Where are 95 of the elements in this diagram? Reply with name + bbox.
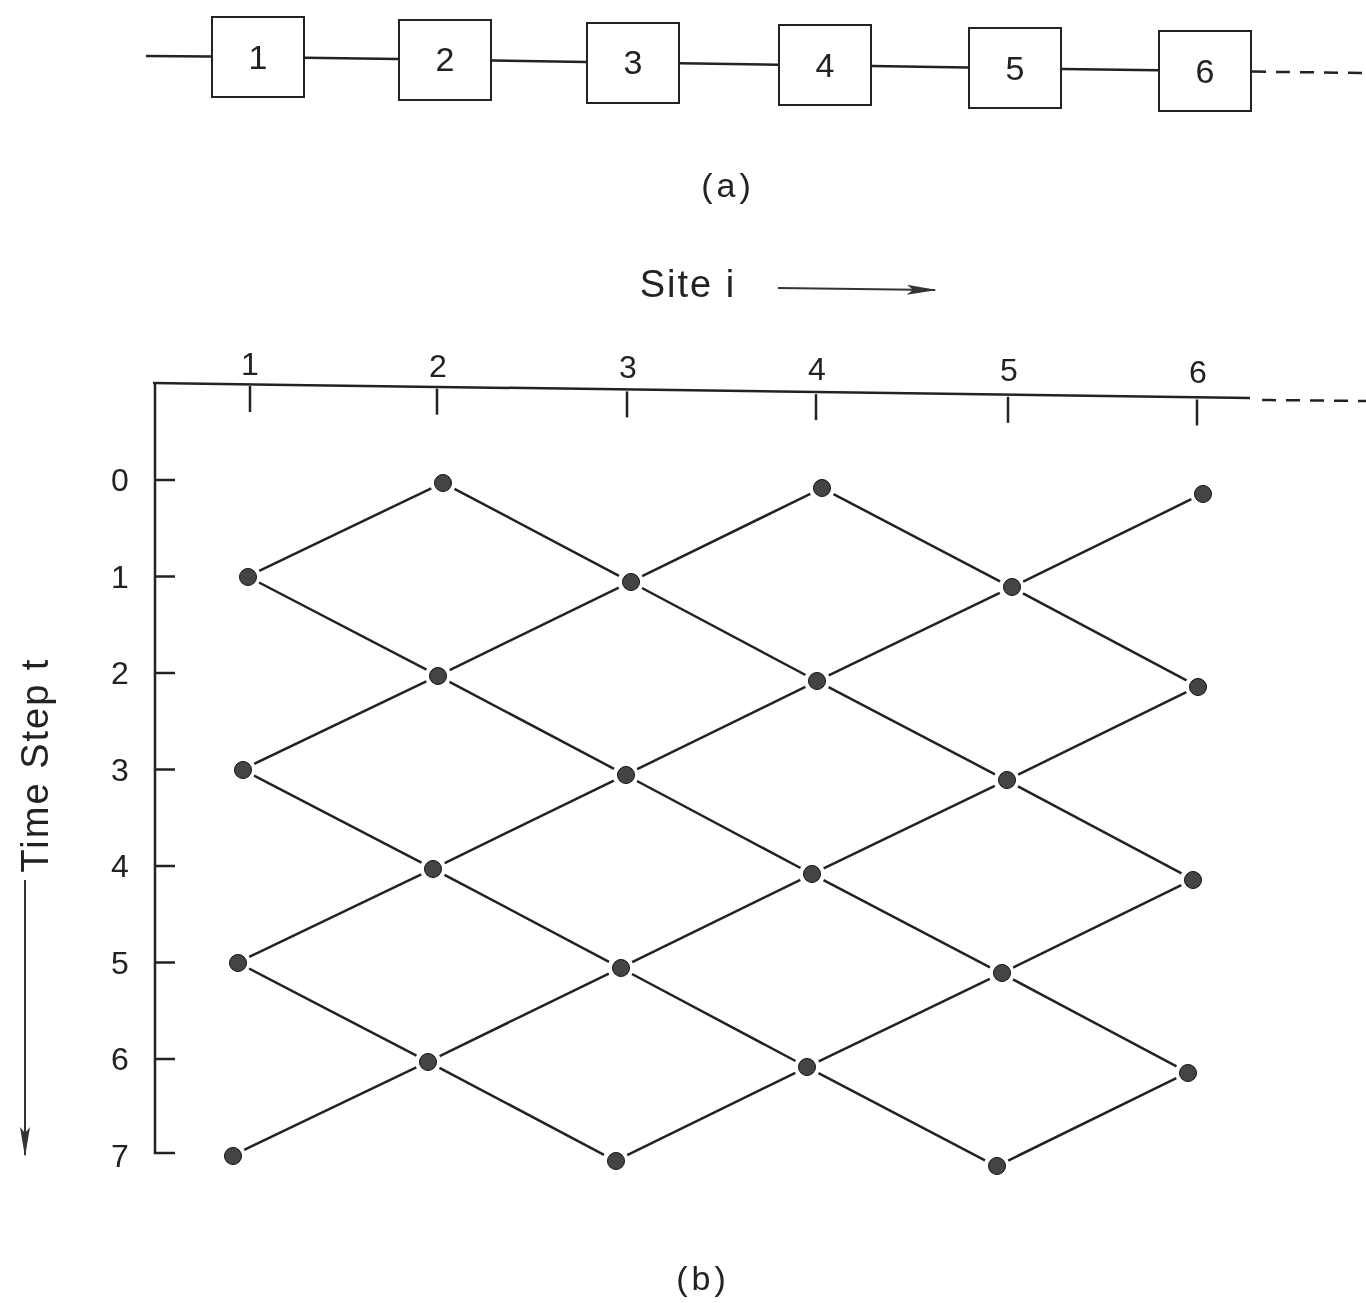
site-box [1158, 30, 1252, 112]
connector-line [304, 56, 399, 61]
chain-line [146, 54, 211, 58]
connector-line [818, 977, 991, 1063]
lattice-dot [997, 771, 1016, 790]
lattice-dot [808, 672, 826, 691]
connector-line [448, 680, 615, 770]
connector-line [822, 879, 991, 969]
connector-line [1012, 884, 1182, 969]
connector-line [438, 1066, 605, 1156]
tick-label: 2 [429, 347, 447, 384]
site-box [968, 27, 1062, 110]
connector-line [626, 1071, 796, 1157]
panel-label: (b) [676, 1258, 730, 1298]
connector-line [1007, 1077, 1177, 1162]
tick-label: 2 [111, 654, 129, 692]
site-number: 3 [623, 43, 643, 83]
lattice-dot [238, 567, 257, 586]
tick-label: 4 [808, 350, 826, 387]
connector-line [449, 586, 620, 672]
connector-line [1022, 498, 1192, 583]
site-number: 6 [1195, 51, 1215, 91]
connector-line [253, 680, 427, 765]
connector-line [453, 487, 620, 577]
tick-label: 4 [111, 847, 129, 885]
site-box [398, 18, 492, 101]
connector-line [636, 779, 802, 870]
lattice-dot [228, 953, 247, 972]
connector-line [443, 873, 610, 963]
connector-line [439, 972, 610, 1058]
connector-line [817, 1072, 986, 1162]
connector-line [253, 774, 423, 864]
tick-label: 6 [111, 1040, 129, 1078]
site-number: 1 [248, 37, 268, 77]
connector-line [1012, 978, 1178, 1068]
connector-line [828, 591, 1001, 677]
lattice-dot [424, 859, 442, 878]
lattice-dot [616, 765, 635, 784]
connector-line [871, 64, 969, 69]
site-box [778, 24, 872, 107]
connector-line [636, 685, 806, 771]
tick-label: 7 [111, 1137, 129, 1174]
connector-line [444, 779, 615, 865]
connector-line [243, 1066, 417, 1151]
lattice-dot [429, 666, 447, 685]
site-box [211, 16, 305, 98]
site-box [586, 21, 680, 104]
connector-line [631, 972, 797, 1063]
tick-label: 5 [111, 944, 129, 981]
lattice-dot [621, 572, 640, 591]
connector-line [1061, 67, 1159, 72]
site-number: 2 [435, 40, 455, 80]
connector-line [248, 873, 422, 958]
connector-line [641, 492, 811, 578]
lattice-dot [419, 1052, 437, 1071]
lattice-dot [611, 958, 630, 977]
lattice-dot [992, 964, 1011, 983]
connector-line [823, 784, 996, 870]
lattice-dot [798, 1058, 816, 1077]
lattice-dot [1194, 484, 1212, 503]
lattice-dot [803, 865, 821, 884]
tick-label: 3 [111, 751, 129, 788]
connector-line [631, 878, 801, 964]
tick-label: 0 [111, 461, 129, 499]
connector-line [258, 581, 428, 671]
tick-label: 5 [1000, 351, 1018, 389]
connector-line [1022, 592, 1188, 682]
lattice-dot [434, 473, 452, 492]
lattice-dot [813, 479, 831, 498]
lattice-dot [987, 1157, 1006, 1176]
connector-line [832, 493, 1001, 583]
lattice-dot [1189, 677, 1207, 696]
site-number: 4 [815, 45, 835, 85]
lattice-dot [606, 1151, 625, 1170]
connector-line [492, 59, 586, 64]
tick-label: 1 [111, 558, 129, 595]
axis-title: Time Step t [13, 657, 57, 873]
lattice-dot [223, 1146, 242, 1165]
connector-line [258, 487, 432, 572]
connector-line [1017, 785, 1183, 875]
connector-line [248, 967, 418, 1057]
tick-label: 6 [1189, 353, 1207, 390]
connector-line [641, 586, 807, 677]
connector-line [1017, 691, 1187, 776]
tick-label: 3 [619, 348, 637, 386]
axis-title: Site i [639, 262, 737, 306]
connector-line [827, 686, 996, 776]
lattice-dot [1179, 1063, 1197, 1082]
lattice-dot [1002, 578, 1021, 597]
lattice-dot [233, 760, 252, 779]
lattice-dot [1184, 870, 1202, 889]
site-number: 5 [1005, 48, 1025, 88]
connector-line [680, 62, 778, 66]
panel-label: (a) [701, 165, 755, 205]
tick-label: 1 [241, 345, 259, 383]
